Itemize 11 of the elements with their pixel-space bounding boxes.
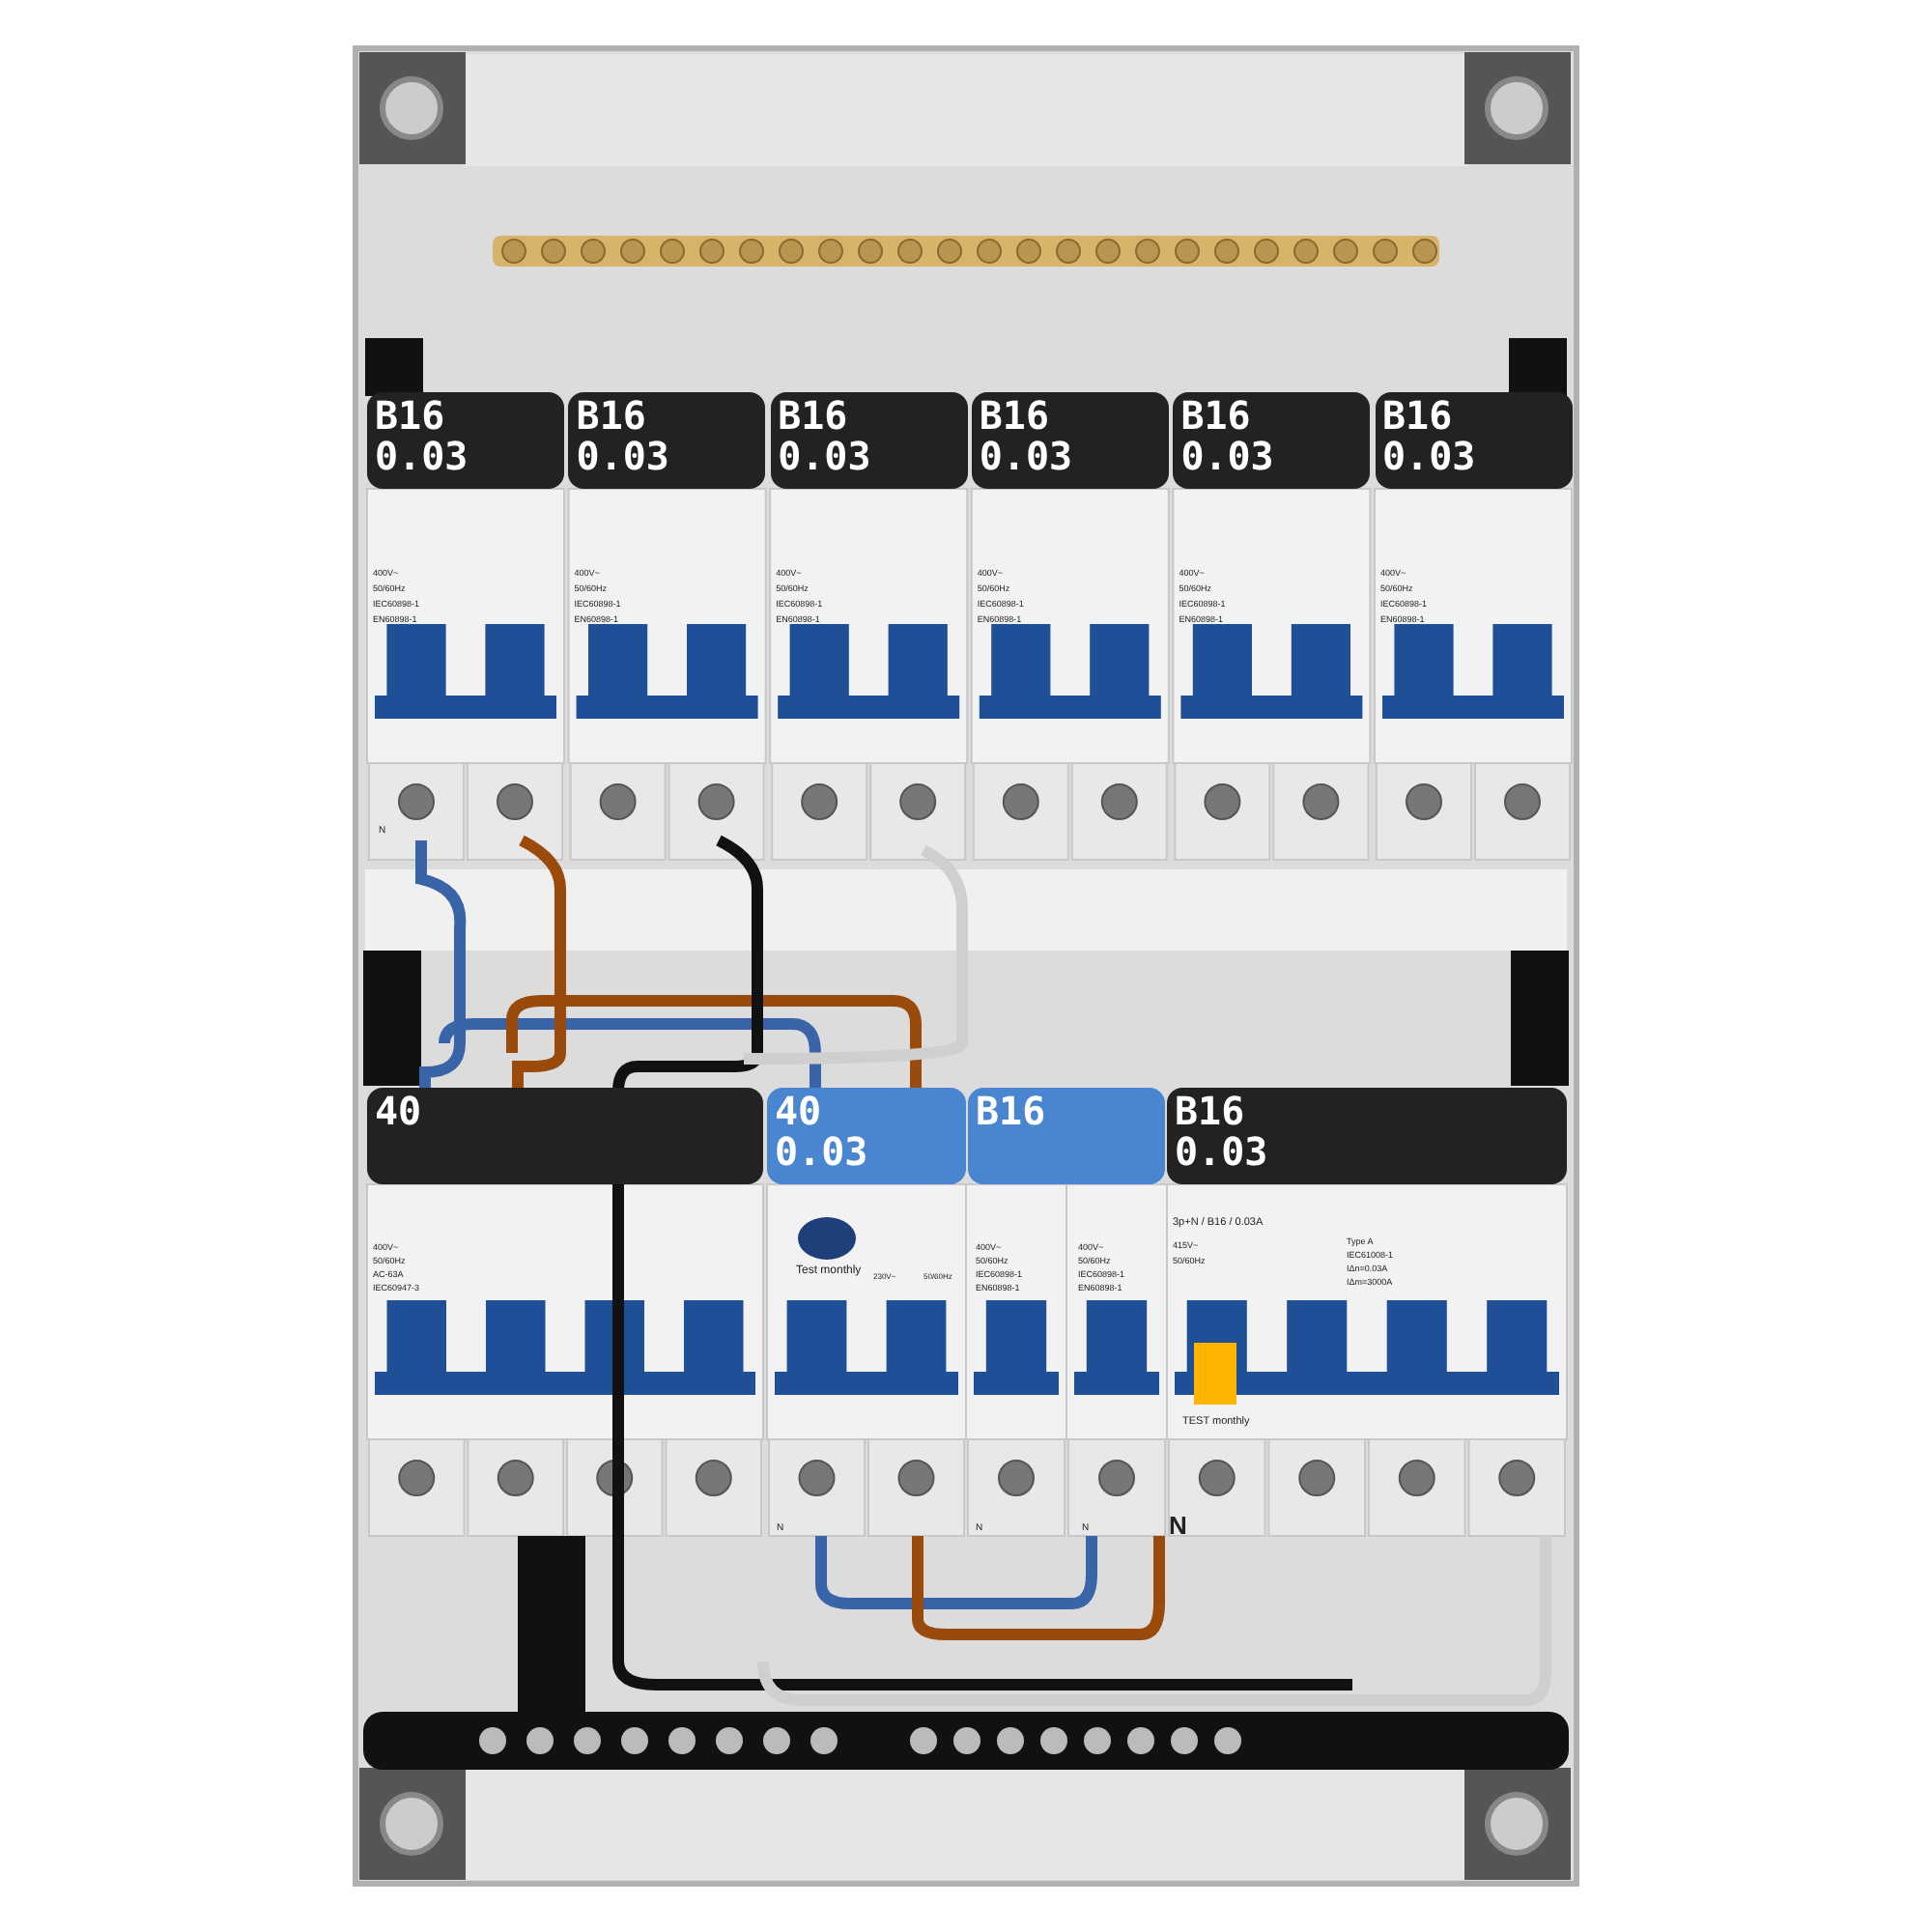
rating-label: B16 [968, 1088, 1165, 1184]
rating-label: B16 0.03 [1167, 1088, 1567, 1184]
rating-label: B16 0.03 [770, 392, 968, 489]
rating-label: B16 0.03 [1173, 392, 1371, 489]
rating-label: B16 0.03 [1375, 392, 1572, 489]
rating-label: B16 0.03 [367, 392, 564, 489]
rating-label: 40 0.03 [767, 1088, 966, 1184]
rating-label: 40 [367, 1088, 763, 1184]
rating-label: B16 0.03 [971, 392, 1169, 489]
rating-label: B16 0.03 [568, 392, 766, 489]
neutral-marking: N [1169, 1513, 1187, 1538]
